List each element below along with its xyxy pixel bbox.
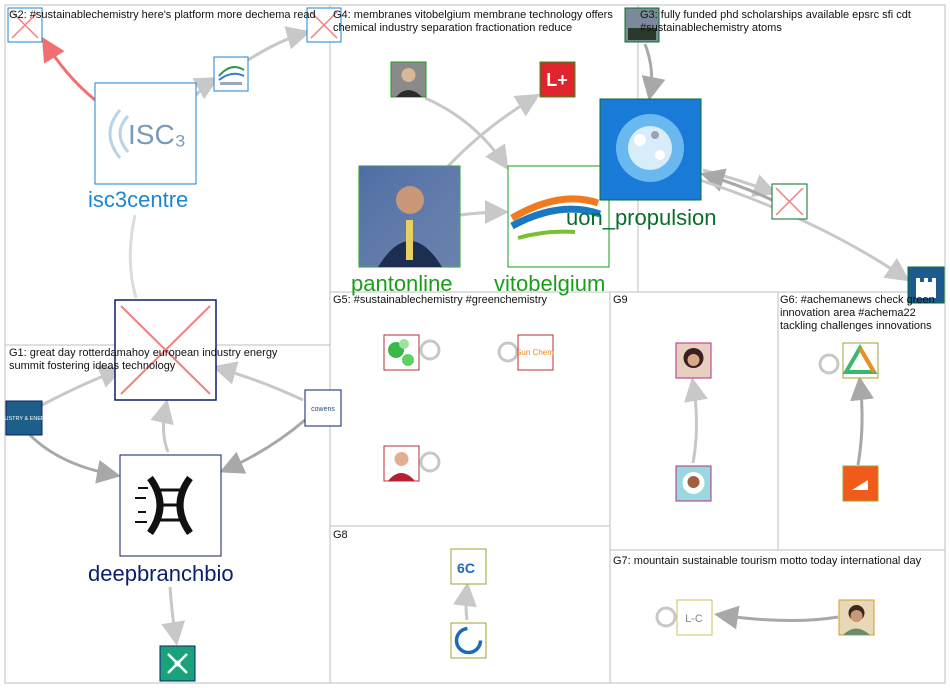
self-loops [419,339,840,628]
group-label-g1: G1: great day rotterdamahoy european ind… [9,347,278,372]
edge-g8-up [452,582,477,621]
edge-g7-left [714,605,839,630]
node-ring-logo[interactable] [450,622,487,659]
node-orange-logo[interactable] [842,465,879,502]
node-label-pantonline[interactable]: pantonline [351,271,453,296]
self-loop-lc [655,606,677,628]
node-castle[interactable] [907,266,945,304]
group-label-g5: G5: #sustainablechemistry #greenchemistr… [333,294,547,306]
node-g4-person[interactable] [390,61,427,98]
edge-pant-to-vito [459,200,509,225]
group-label-g3: G3: fully funded phd scholarships availa… [640,9,911,34]
node-sunchem[interactable]: Sun Chem [516,334,554,371]
node-pantonline[interactable] [358,165,461,268]
node-g3-small[interactable] [624,7,660,43]
group-label-g2: G2: #sustainablechemistry here's platfor… [9,9,316,21]
group-label-g6: G6: #achemanews check green innovation a… [780,294,935,332]
node-g7-man[interactable] [838,599,875,636]
node-x-g2-top[interactable] [306,7,342,43]
edge-g9-up [684,377,708,464]
edge-x-to-isc3 [128,214,138,299]
node-g9-bottom[interactable] [675,465,712,502]
node-green-bubbles[interactable] [383,334,420,371]
group-label-g7: G7: mountain sustainable tourism motto t… [613,555,922,567]
svg-text:L+: L+ [546,70,568,90]
self-loop-sunchem [497,341,519,363]
node-6c-logo[interactable]: 6C [450,548,487,585]
node-vitobelgium[interactable] [507,165,610,268]
node-label-vitobelgium[interactable]: vitobelgium [494,271,606,296]
edge-xnode-to-uon [700,168,773,202]
edge-cowens-to-x [212,361,304,402]
edge-isc3-to-dechema [192,77,220,100]
node-triangle-logo[interactable] [842,342,879,379]
node-label-deepbranchbio[interactable]: deepbranchbio [88,561,234,586]
self-loop-woman [419,451,441,473]
sunchem-text: Sun Chem [516,348,554,357]
node-g9-top[interactable] [675,342,712,379]
edge-industry-to-deepbranch [28,433,121,484]
node-label-isc3centre[interactable]: isc3centre [88,187,189,212]
group-label-g9: G9 [613,294,628,306]
edge-dechema-to-top [247,26,311,62]
industry-energy-text: INDUSTRY & ENERGY [0,416,53,422]
edge-isc3-to-g2 [41,36,96,102]
node-x-center[interactable] [114,299,217,401]
node-uon-propulsion[interactable] [599,98,702,201]
edge-person-to-vito [424,96,509,170]
group-box-g7 [609,549,946,684]
node-dechema-logo[interactable] [213,56,249,92]
node-lplus-logo[interactable]: L+ [539,61,576,98]
node-g5-woman[interactable] [383,445,420,482]
sixc-text: 6C [457,560,475,576]
edge-g6-up [850,376,874,466]
isc3-logo-text: ISC₃ [128,119,186,150]
edge-industry-to-x [41,365,124,407]
self-loop-bubbles [419,339,441,361]
node-green-dna[interactable] [159,645,196,682]
node-x-g3[interactable] [771,183,808,220]
edge-cowens-to-deepbranch [219,418,306,474]
node-label-uon-propulsion[interactable]: uon_propulsion [566,205,717,230]
self-loop-triangle [818,353,840,375]
lc-text: L-C [685,613,703,625]
node-g2-topleft[interactable] [7,7,43,43]
edge-uon-to-castle [699,178,910,282]
edge-pant-to-lplus [438,93,541,176]
node-cowens[interactable]: cowens [304,389,342,427]
node-deepbranchbio[interactable] [119,454,222,557]
group-box-g5 [329,291,611,527]
edge-deepbranch-to-bottom [161,586,186,646]
edge-uon-to-xnode [702,168,778,197]
cowens-text: cowens [311,406,335,413]
node-industry-energy[interactable]: INDUSTRY & ENERGY [0,400,53,436]
group-box-g9 [609,291,779,551]
node-lc-logo[interactable]: L-C [676,599,713,636]
edge-deepbranch-to-x [150,399,174,453]
node-isc3centre[interactable]: ISC₃ [94,82,197,185]
group-label-g8: G8 [333,529,348,541]
edges [28,26,910,646]
group-label-g4: G4: membranes vitobelgium membrane techn… [333,9,613,34]
edge-g3-to-uon [641,43,666,101]
